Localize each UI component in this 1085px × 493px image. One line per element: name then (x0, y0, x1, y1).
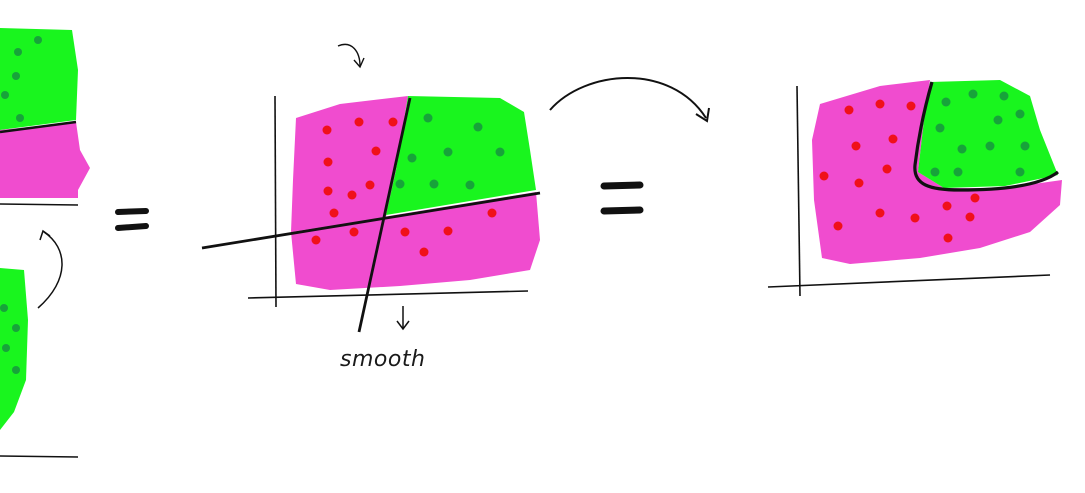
right-smooth-boundary (913, 81, 1059, 192)
left-bottom-panel (0, 268, 79, 458)
middle-panel (201, 43, 541, 333)
middle-magenta-top-left (291, 96, 408, 232)
middle-x-axis (247, 290, 529, 299)
left-bottom-dots (0, 304, 20, 374)
left-top-magenta-region (0, 122, 90, 198)
middle-green-top-right (386, 96, 536, 215)
right-green-region (918, 80, 1058, 188)
right-red-dots (819, 99, 980, 243)
middle-magenta-bottom (291, 192, 540, 290)
small-top-arrow (337, 43, 361, 67)
right-green-dots (930, 89, 1030, 177)
big-curved-arrow (549, 77, 707, 119)
left-top-panel (0, 28, 90, 206)
left-top-dots (1, 36, 42, 122)
middle-y-axis (274, 95, 277, 308)
smooth-annotation: smooth (340, 347, 426, 372)
left-bottom-x-axis (0, 455, 79, 458)
right-panel (767, 80, 1062, 297)
equals-sign-2 (600, 181, 644, 215)
middle-steep-line (357, 97, 412, 333)
left-top-split-line (0, 120, 77, 134)
right-magenta-region (812, 80, 1062, 264)
right-x-axis (767, 274, 1051, 288)
middle-green-dots (395, 113, 505, 190)
middle-red-dots (311, 117, 497, 257)
right-y-axis (796, 85, 801, 297)
equals-sign-1 (115, 208, 149, 231)
left-top-x-axis (0, 203, 79, 206)
left-curved-arrow (37, 231, 63, 309)
middle-shallow-line (201, 191, 541, 250)
left-curved-arrow-head (39, 229, 51, 241)
